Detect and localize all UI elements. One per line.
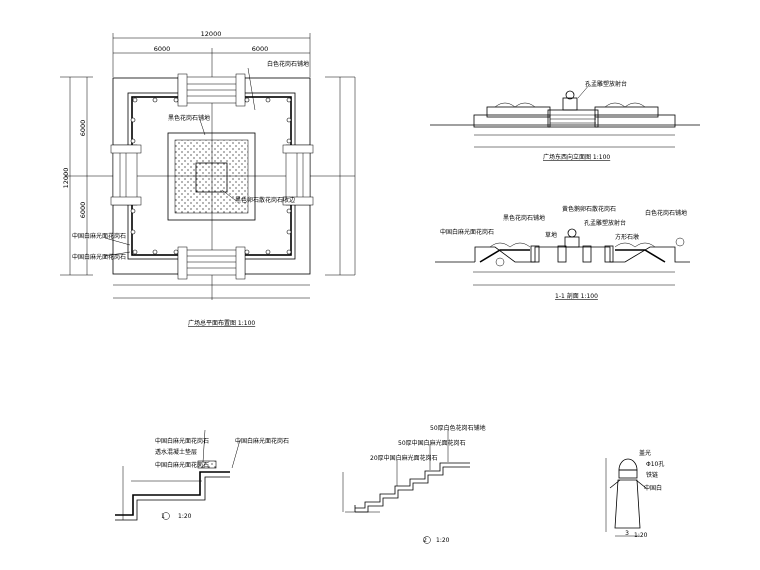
plan-label: 白色花岗石铺地 — [267, 60, 309, 68]
section-label: 方形石墩 — [615, 233, 639, 241]
plan-title: 广场总平面布置图 1:100 — [188, 319, 255, 327]
plan-label: 中国白麻光面花岗石 — [72, 253, 126, 261]
section-label: 白色花岗石铺地 — [645, 209, 687, 217]
plan-label: 黑色花岗石铺地 — [168, 114, 210, 122]
detail-2-label: 20厚中国白麻光面花岗石 — [370, 454, 438, 462]
detail-2-id: 2 — [423, 537, 427, 544]
section-label: 草地 — [545, 231, 557, 239]
plan-label: 黑色卵石散花岗石收边 — [235, 196, 295, 204]
dim-plan-right: 6000 — [252, 45, 269, 53]
detail-2-label: 50厚中国白麻光面花岗石 — [398, 439, 466, 447]
detail-1-label: 透水混凝土垫层 — [155, 448, 197, 456]
detail-1-drawing — [115, 429, 241, 521]
site-plan — [60, 33, 356, 300]
dim-plan-top: 6000 — [79, 120, 87, 137]
dim-plan-total-h: 12000 — [201, 30, 222, 38]
detail-1-label: 中国白麻光面花岗石 — [235, 437, 289, 445]
dim-plan-left: 6000 — [154, 45, 171, 53]
detail-2-label: 50厚白色花岗石铺地 — [430, 424, 486, 432]
detail-2-drawing — [342, 430, 470, 544]
elevation-drawing — [430, 83, 700, 148]
section-label: 黄色鹅卵石散花岗石 — [562, 205, 616, 213]
detail-1-scale: 1:20 — [178, 513, 192, 520]
detail-2-scale: 1:20 — [436, 537, 450, 544]
detail-1-label: 中国白麻光面花岗石 — [155, 437, 209, 445]
section-label: 孔孟雕塑放射台 — [584, 219, 626, 227]
detail-3-scale: 1:20 — [634, 532, 648, 539]
dim-plan-bottom: 6000 — [79, 202, 87, 219]
detail-1-id: 1 — [161, 513, 165, 520]
dim-plan-total-v: 12000 — [62, 168, 70, 189]
section-label: 黑色花岗石铺地 — [503, 214, 545, 222]
detail-1-label: 中国白麻光面花岗石 — [155, 461, 209, 469]
section-drawing — [435, 228, 690, 286]
elevation-title: 广场东西向立面图 1:100 — [543, 153, 610, 161]
detail-3-drawing — [605, 458, 647, 537]
plan-label: 中国白麻光面花岗石 — [72, 232, 126, 240]
detail-3-label: 铁链 — [646, 471, 658, 479]
detail-3-id: 3 — [625, 530, 629, 537]
detail-3-label: Φ10孔 — [646, 460, 664, 468]
detail-3-label: 盖光 — [639, 449, 651, 457]
elevation-label: 孔孟雕塑放射台 — [585, 80, 627, 88]
section-label: 中国白麻光面花岗石 — [440, 228, 494, 236]
section-title: 1-1 剖面 1:100 — [555, 292, 598, 300]
detail-3-label: 中国白 — [644, 484, 662, 492]
